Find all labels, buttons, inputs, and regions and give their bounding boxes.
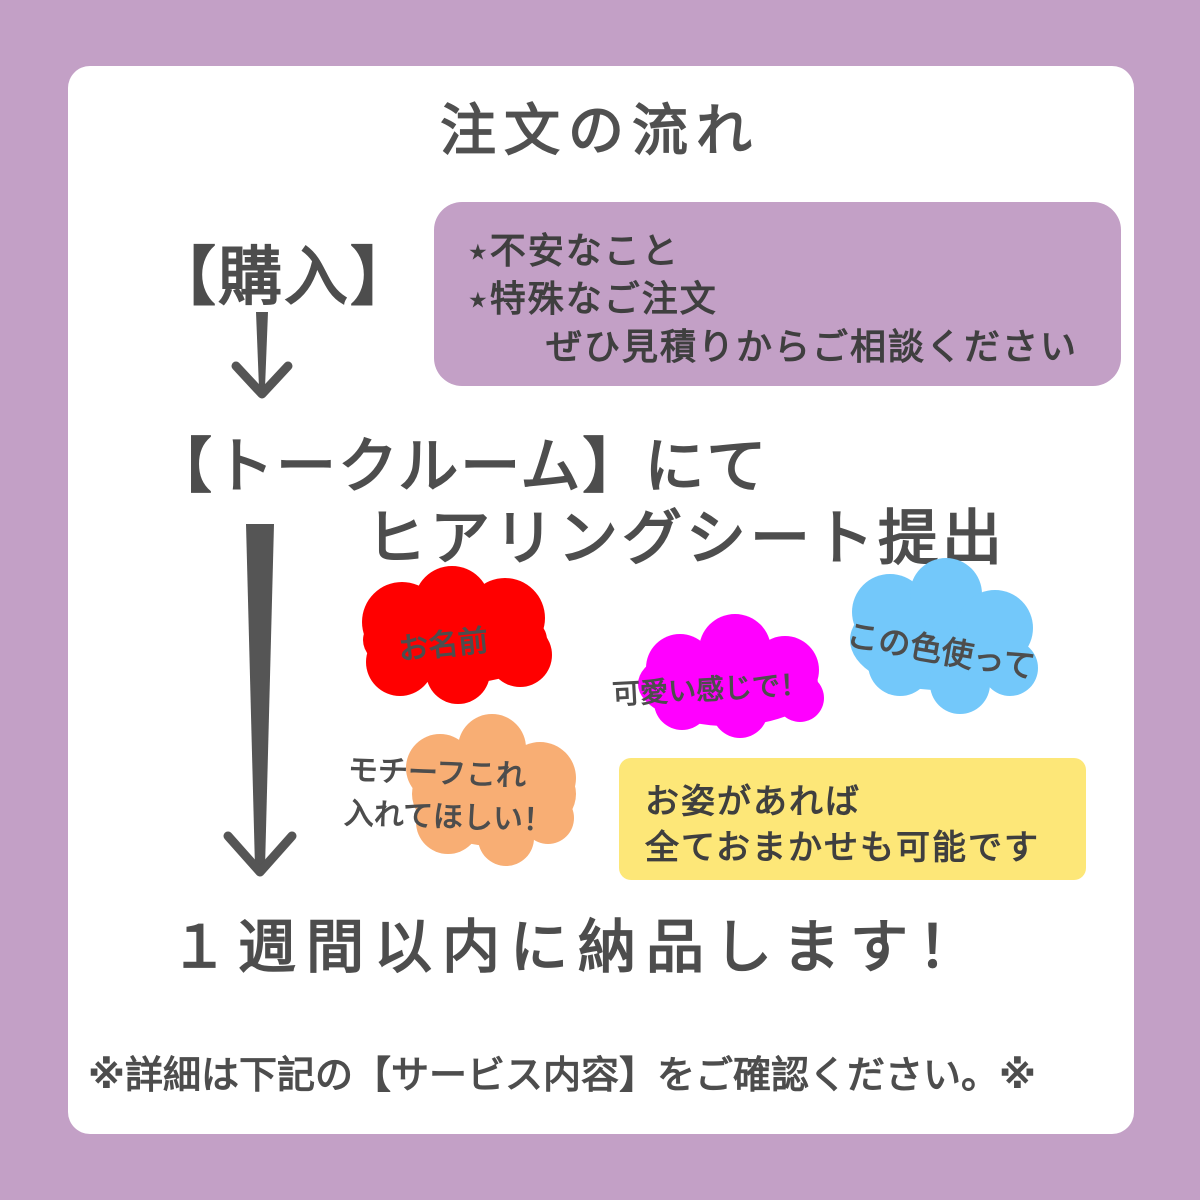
note-box: ★不安なこと ★特殊なご注文 ぜひ見積りからご相談ください	[434, 202, 1121, 386]
cloud-orange	[406, 714, 576, 866]
cloud-red	[362, 566, 552, 704]
page-title: 注文の流れ	[440, 99, 760, 164]
note-line-2: ★特殊なご注文	[468, 279, 718, 320]
cloud-magenta	[638, 614, 824, 738]
bubble-name-text: お名前	[396, 623, 490, 668]
note-line-1: ★不安なこと	[468, 231, 680, 272]
arrow-down-icon	[231, 312, 293, 399]
delivery-text: １週間以内に納品します！	[170, 913, 987, 981]
footnote: ※詳細は下記の【サービス内容】をご確認ください。※	[88, 1053, 1036, 1097]
bubble-motif-line1: モチーフこれ	[347, 752, 527, 795]
long-arrow-down-icon	[223, 524, 297, 877]
cloud-blue	[850, 558, 1038, 714]
star-icon: ★	[468, 240, 490, 266]
bubble-motif-line2: 入れてほしい！	[343, 796, 554, 839]
yellow-box: お姿があれば 全ておまかせも可能です	[619, 758, 1086, 880]
step-talkroom-line1: 【トークルーム】にて	[152, 432, 769, 502]
yellow-line-1: お姿があれば	[645, 782, 861, 822]
step-talkroom-line2: ヒアリングシート提出	[366, 504, 1006, 574]
step-purchase: 【購入】	[152, 241, 416, 315]
yellow-line-2: 全ておまかせも可能です	[645, 828, 1040, 868]
note-line-3: ぜひ見積りからご相談ください	[546, 327, 1079, 368]
star-icon: ★	[468, 288, 490, 314]
